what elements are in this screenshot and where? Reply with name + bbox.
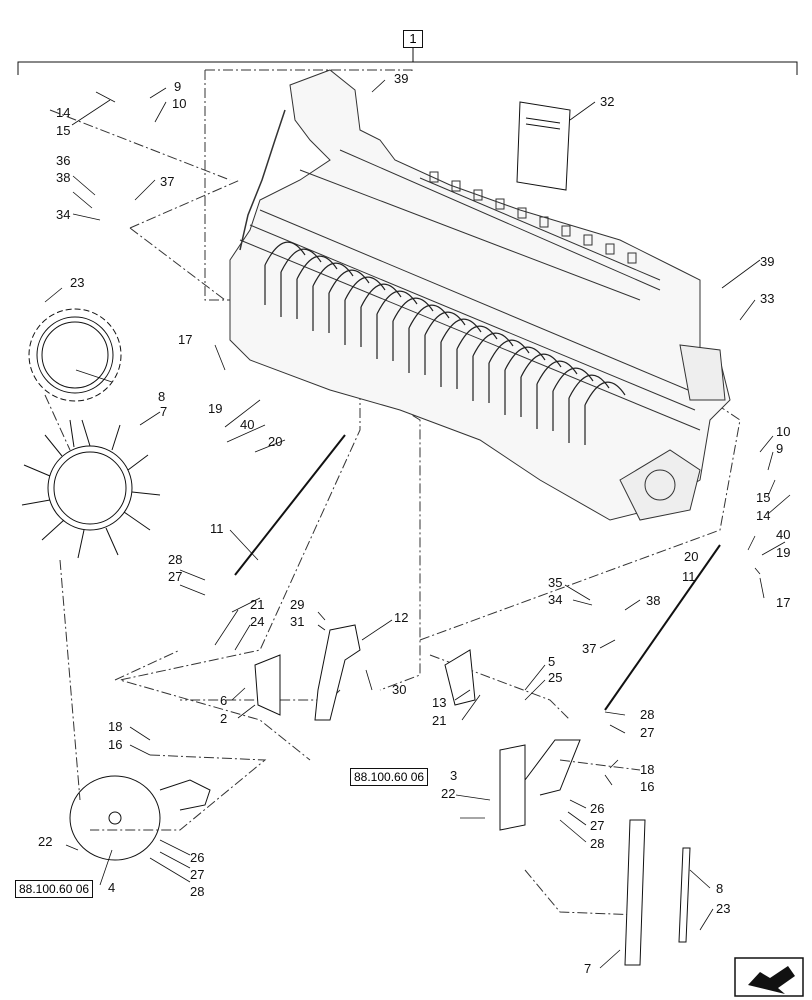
disc-edge (499, 744, 526, 831)
callout: 35 (548, 575, 563, 590)
callout: 10 (776, 424, 791, 439)
sprocket (28, 308, 122, 402)
callout: 8 (158, 389, 166, 404)
callout: 20 (268, 434, 283, 449)
callout: 31 (290, 614, 305, 629)
callout: 13 (432, 695, 447, 710)
callout: 17 (178, 332, 193, 347)
callout: 28 (640, 707, 655, 722)
callout: 17 (776, 595, 791, 610)
callout: 21 (250, 597, 265, 612)
callout: 27 (640, 725, 655, 740)
callout: 24 (250, 614, 265, 629)
callout: 40 (776, 527, 791, 542)
callout: 37 (160, 174, 175, 189)
callout: 23 (70, 275, 85, 290)
callout: 27 (590, 818, 605, 833)
disc-plate (69, 775, 211, 861)
callout: 16 (640, 779, 655, 794)
callout: 2 (220, 711, 228, 726)
callout: 38 (56, 170, 71, 185)
callout: 19 (208, 401, 223, 416)
callout: 11 (210, 521, 224, 536)
callout: 21 (432, 713, 447, 728)
callout: 39 (760, 254, 775, 269)
callout: 6 (220, 693, 228, 708)
callout: 14 (756, 508, 771, 523)
callout: 8 (716, 881, 724, 896)
callout: 3 (450, 768, 458, 783)
callout: 12 (394, 610, 409, 625)
callout: 27 (168, 569, 183, 584)
callout: 15 (756, 490, 771, 505)
callout: 20 (684, 549, 699, 564)
callout: 23 (716, 901, 731, 916)
reference-link-left[interactable]: 88.100.60 06 (15, 880, 94, 898)
callout: 18 (640, 762, 655, 777)
callout: 18 (108, 719, 123, 734)
callout: 22 (441, 786, 456, 801)
callout: 9 (776, 441, 784, 456)
callout: 27 (190, 867, 205, 882)
star-wheel (21, 419, 161, 559)
callout: 38 (646, 593, 661, 608)
callout: 36 (56, 153, 71, 168)
callout: 7 (160, 404, 168, 419)
callout: 11 (682, 569, 696, 584)
callout: 29 (290, 597, 305, 612)
callout: 7 (584, 961, 592, 976)
callout: 26 (590, 801, 605, 816)
cable-right (604, 544, 721, 711)
callout: 28 (190, 884, 205, 899)
callout: 34 (548, 592, 563, 607)
callout: 32 (600, 94, 615, 109)
arrow-glyph-icon (748, 966, 795, 994)
strip (624, 819, 646, 966)
decal (516, 101, 571, 191)
bracket (314, 624, 361, 721)
callout: 40 (240, 417, 255, 432)
callout: 9 (174, 79, 182, 94)
callout: 26 (190, 850, 205, 865)
callout: 22 (38, 834, 53, 849)
callout: 33 (760, 291, 775, 306)
cable-left (234, 434, 346, 576)
callout: 5 (548, 654, 556, 669)
reference-label: 88.100.60 06 (19, 882, 90, 896)
callout: 37 (582, 641, 597, 656)
callout: 34 (56, 207, 71, 222)
callout: 15 (56, 123, 71, 138)
rotor-frame (229, 69, 731, 521)
callout: 28 (590, 836, 605, 851)
callout: 28 (168, 552, 183, 567)
callout: 25 (548, 670, 563, 685)
callout: 39 (394, 71, 409, 86)
callout: 30 (392, 682, 407, 697)
reference-label: 88.100.60 06 (354, 770, 425, 784)
callout: 4 (108, 880, 116, 895)
callout: 14 (56, 105, 71, 120)
callout: 16 (108, 737, 123, 752)
callout: 10 (172, 96, 187, 111)
reference-link-right[interactable]: 88.100.60 06 (350, 768, 429, 786)
assembly-number-box: 1 (403, 30, 423, 48)
assembly-number: 1 (409, 31, 417, 46)
callout: 19 (776, 545, 791, 560)
assembly-bracket (17, 61, 798, 75)
